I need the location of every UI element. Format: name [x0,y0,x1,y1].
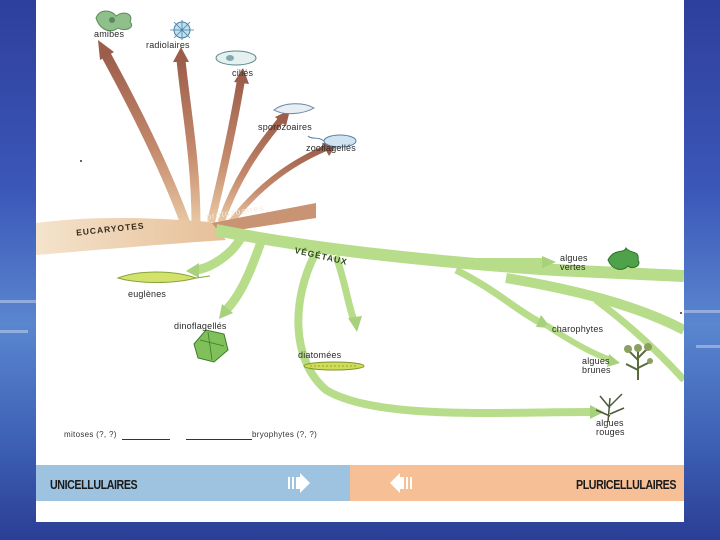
branch-dinoflagelles [222,240,266,314]
branch-euglenes [195,235,245,275]
branch-cilies [207,79,245,223]
amibe-picture [95,10,132,32]
arrowhead [173,47,189,62]
label-sporozoaires: sporozoaires [258,122,312,132]
branch-sporozoaires [217,117,284,224]
label-zooflagelles: zooflagellés [306,143,356,153]
branch-to-right-edge [505,273,684,335]
label-dinoflagelles: dinoflagellés [174,321,227,331]
label-euglenes: euglènes [128,289,167,299]
slide: EUCARYOTES protozoaires VÉGÉTAUX amibes … [36,0,684,522]
phylogenetic-tree [36,10,684,423]
branch-algues-rouges [294,250,592,417]
trunk [36,217,226,255]
dinoflagelle-picture [193,329,229,363]
label-diatomees: diatomées [298,350,342,360]
cilie-picture [215,50,257,66]
arrowhead [607,354,620,367]
legend-left: mitoses (?, ?) [64,430,117,439]
arrowhead [98,40,114,60]
legend-line [122,439,170,440]
label-amibes: amibes [94,29,125,39]
algue-rouge-picture [595,393,625,423]
arrowhead [234,68,249,84]
branch-amibes [101,50,191,230]
dot-mark [80,160,82,162]
label-cilies: ciliés [232,68,254,78]
arrowhead [219,304,233,319]
background-streak [0,330,28,333]
arrowhead [590,405,604,419]
branch-radiolaires [176,59,201,226]
euglene-picture [116,271,211,283]
label-algues-vertes: algues vertes [560,253,588,272]
branch-diatomees [332,254,358,322]
label-charophytes: charophytes [552,324,604,334]
arrow-left-icon [390,473,412,493]
pluricellulaires-band: PLURICELLULAIRES [350,465,684,501]
label-pluricellulaires: PLURICELLULAIRES [576,477,677,492]
cellularity-band: UNICELLULAIRES PLURICELLULAIRES [36,465,684,501]
sporozoaire-picture [273,103,315,115]
diatomee-picture [303,361,365,371]
legend-right: bryophytes (?, ?) [252,430,318,439]
label-algues-rouges: algues rouges [596,418,625,437]
label-radiolaires: radiolaires [146,40,190,50]
legend-line [186,439,252,440]
arrowhead [348,316,362,332]
arrow-right-icon [288,473,310,493]
label-unicellulaires: UNICELLULAIRES [50,477,138,492]
branch-vegetaux-main [214,224,684,282]
branch-charophytes [454,266,543,327]
background-streak [684,310,720,313]
unicellulaires-band: UNICELLULAIRES [36,465,350,501]
algue-brune-picture [624,343,653,380]
background-streak [696,345,720,348]
algue-verte-picture [607,246,640,270]
label-algues-brunes: algues brunes [582,356,611,375]
radiolaire-picture [170,20,194,40]
background-streak [0,300,36,303]
dot-mark [680,312,682,314]
branch-zooflagelles [228,145,328,224]
arrowhead [542,256,556,268]
zooflagelle-picture [307,134,357,148]
branch-algues-brunes [544,322,612,363]
arrowhead [186,263,199,278]
